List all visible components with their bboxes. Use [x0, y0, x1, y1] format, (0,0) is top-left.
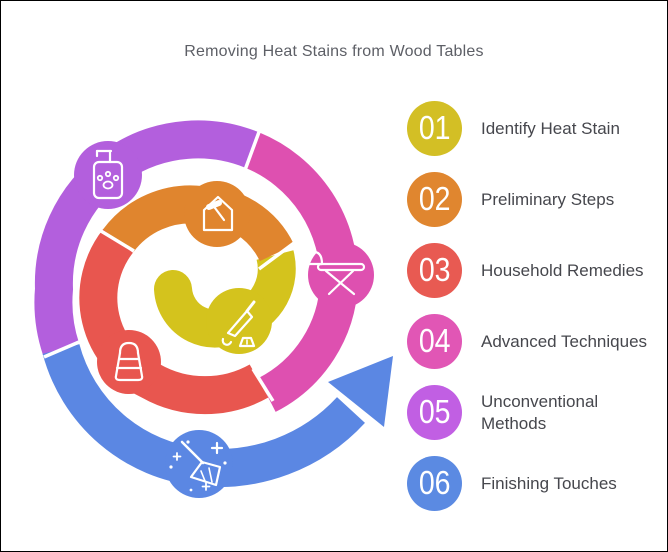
- segment-divider: [100, 229, 135, 253]
- step-number-badge: 05: [407, 385, 462, 440]
- step-number-badge: 06: [407, 456, 462, 511]
- step-label: Advanced Techniques: [481, 331, 648, 351]
- step-label: Preliminary Steps: [481, 189, 615, 209]
- step-row-4: 04 Advanced Techniques: [407, 314, 655, 369]
- page-title: Removing Heat Stains from Wood Tables: [184, 43, 484, 60]
- step-number: 04: [418, 322, 451, 360]
- step-row-5: 05 Unconventional Methods: [407, 385, 655, 440]
- step-number: 01: [418, 109, 451, 147]
- ironing-board-icon: [304, 250, 366, 296]
- step-row-6: 06 Finishing Touches: [407, 456, 655, 511]
- icon-circle-purple: [74, 141, 142, 209]
- step-row-2: 02 Preliminary Steps: [407, 172, 655, 227]
- step-number-badge: 01: [407, 101, 462, 156]
- step-number-badge: 03: [407, 243, 462, 298]
- house-repair-icon: [202, 195, 234, 232]
- step-row-1: 01 Identify Heat Stain: [407, 101, 655, 156]
- step-number: 02: [418, 180, 451, 218]
- step-label: Finishing Touches: [481, 473, 617, 493]
- pump-bottle-paw-icon: [92, 149, 124, 200]
- icon-circle-orange: [184, 181, 250, 247]
- step-label: Identify Heat Stain: [481, 118, 620, 138]
- spiral-arrowhead-icon: [328, 356, 393, 427]
- segment-divider: [43, 340, 80, 359]
- icon-circle-red: [97, 330, 161, 394]
- segment-divider: [257, 241, 296, 271]
- step-number: 06: [418, 464, 451, 502]
- knife-scraper-icon: [221, 300, 256, 348]
- step-number: 05: [418, 393, 451, 431]
- icon-circle-blue: [165, 430, 233, 498]
- spiral-diagram: [34, 120, 393, 498]
- step-label: Unconventional Methods: [481, 392, 599, 433]
- step-number-badge: 04: [407, 314, 462, 369]
- step-row-3: 03 Household Remedies: [407, 243, 655, 298]
- broom-sparkles-icon: [169, 440, 227, 492]
- step-label: Household Remedies: [481, 260, 644, 280]
- step-list: 01 Identify Heat Stain 02 Preliminary St…: [407, 101, 655, 511]
- segment-divider: [251, 368, 275, 402]
- icon-circle-pink: [308, 242, 374, 308]
- pouch-icon: [114, 341, 144, 382]
- segment-divider: [243, 131, 261, 171]
- step-number-badge: 02: [407, 172, 462, 227]
- step-number: 03: [418, 251, 451, 289]
